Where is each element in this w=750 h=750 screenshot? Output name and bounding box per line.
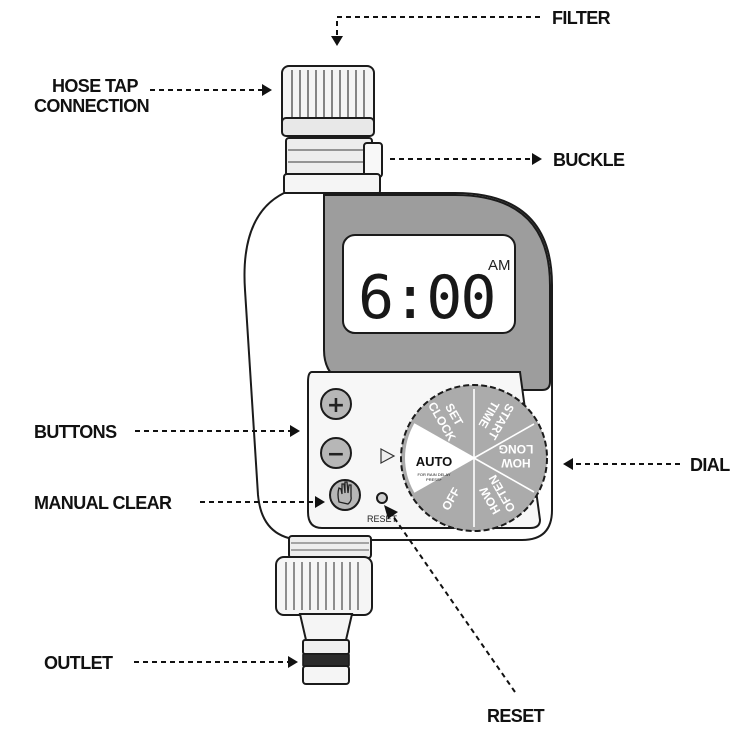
outlet-seal-ring xyxy=(302,653,350,667)
hose-tap-connector xyxy=(281,65,375,137)
dial-auto-sub1: FOR RAIN DELAY xyxy=(417,472,450,477)
dial-pointer-icon xyxy=(380,447,396,465)
reset-small-label: RESET xyxy=(367,514,398,524)
hose-tap-arrow xyxy=(262,84,272,96)
label-reset: RESET xyxy=(487,706,545,726)
label-buckle: BUCKLE xyxy=(553,150,625,170)
label-filter: FILTER xyxy=(552,8,611,28)
buckle-clip xyxy=(363,142,383,178)
plus-button[interactable]: + xyxy=(320,388,352,420)
minus-button-label: − xyxy=(327,442,345,467)
minus-button[interactable]: − xyxy=(320,437,352,469)
lcd-am-indicator: AM xyxy=(488,257,511,274)
svg-text:HOW: HOW xyxy=(501,456,531,470)
filter-leader xyxy=(336,16,540,40)
reset-arrow xyxy=(384,505,398,519)
outlet-arrow xyxy=(288,656,298,668)
outlet-connector xyxy=(298,613,354,685)
buttons-arrow xyxy=(290,425,300,437)
reset-pinhole[interactable] xyxy=(376,492,388,504)
dial-how-long: HOW LONG xyxy=(499,442,534,470)
body-collar xyxy=(283,173,381,195)
dial-auto-label: AUTO xyxy=(416,454,453,469)
buckle-ring xyxy=(285,137,383,178)
hand-icon xyxy=(337,481,352,505)
dial-auto-sector[interactable] xyxy=(405,424,474,492)
lcd-time: 6:00 xyxy=(358,263,495,333)
buckle-arrow xyxy=(532,153,542,165)
label-dial: DIAL xyxy=(690,455,730,475)
label-hose-tap-1: HOSE TAP xyxy=(52,76,138,96)
label-hose-tap-2: CONNECTION xyxy=(34,96,149,116)
label-manual-clear: MANUAL CLEAR xyxy=(34,493,172,513)
dial-arrow xyxy=(563,458,573,470)
manual-clear-arrow xyxy=(315,496,325,508)
dial-auto-sub2: PRESS+ xyxy=(426,477,443,482)
filter-arrow xyxy=(331,36,343,46)
lcd-screen xyxy=(342,234,516,334)
plus-button-label: + xyxy=(327,393,345,418)
outlet-nut xyxy=(275,556,373,616)
label-buttons: BUTTONS xyxy=(34,422,117,442)
outlet-thread xyxy=(288,535,372,559)
reset-leader xyxy=(392,515,516,693)
label-outlet: OUTLET xyxy=(44,653,113,673)
rotary-dial[interactable]: AUTO FOR RAIN DELAY PRESS+ SET CLOCK STA… xyxy=(400,384,548,532)
manual-clear-button[interactable] xyxy=(329,479,361,511)
svg-text:LONG: LONG xyxy=(499,442,534,456)
